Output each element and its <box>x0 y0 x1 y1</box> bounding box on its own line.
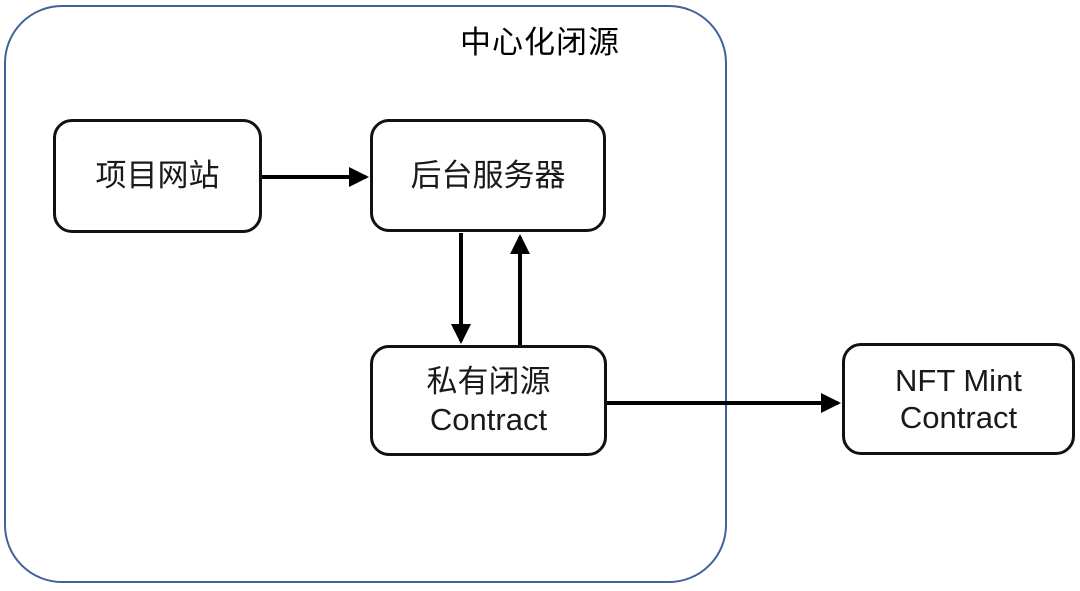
node-private-contract-label-line2: Contract <box>429 401 548 437</box>
node-private-contract-label-line1: 私有闭源 <box>426 364 551 400</box>
node-nft-mint-label-line2: Contract <box>899 400 1018 435</box>
node-project-website-label: 项目网站 <box>95 158 220 194</box>
node-project-website: 项目网站 <box>53 119 262 233</box>
node-backend-server: 后台服务器 <box>370 119 606 232</box>
centralized-closed-source-group <box>4 5 727 583</box>
node-backend-server-label: 后台服务器 <box>410 157 566 193</box>
node-private-closed-source-contract: 私有闭源 Contract <box>370 345 607 456</box>
node-nft-mint-label-line1: NFT Mint <box>895 362 1022 398</box>
node-nft-mint-contract: NFT Mint Contract <box>842 343 1075 455</box>
group-title: 中心化闭源 <box>460 25 620 60</box>
